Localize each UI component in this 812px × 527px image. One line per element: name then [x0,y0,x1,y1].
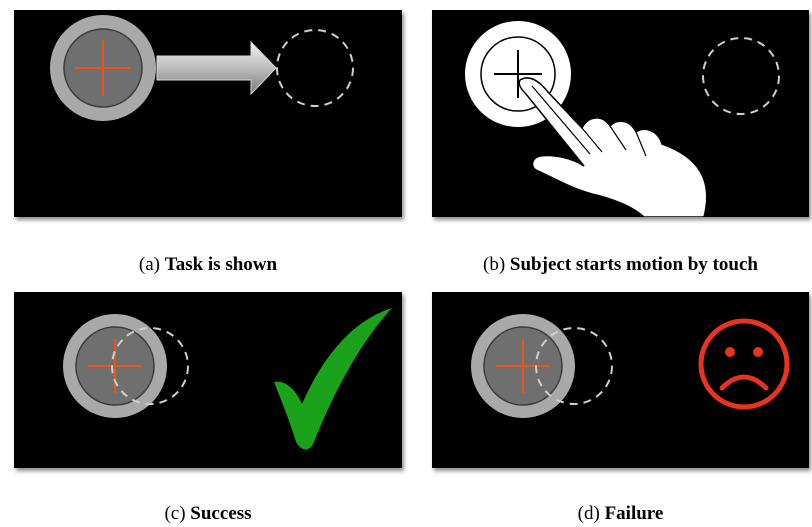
caption-a: (a) Task is shown [14,254,402,276]
dashed-target-circle-icon [535,327,613,405]
caption-c-title: Success [190,503,252,524]
dashed-target-circle-icon [111,327,189,405]
caption-b: (b) Subject starts motion by touch [432,254,809,276]
panel-c-figure [63,308,392,450]
caption-d-label: (d) [577,503,600,524]
panel-failure [432,292,809,468]
panel-b-figure [465,21,780,217]
caption-a-title: Task is shown [164,254,278,275]
caption-a-label: (a) [138,254,161,275]
pointing-hand-icon [518,77,708,217]
caption-b-title: Subject starts motion by touch [509,254,758,275]
cursor-ring-icon [471,314,575,418]
arrow-right-icon [156,40,277,96]
caption-d-title: Failure [604,503,664,524]
dashed-target-circle-icon [702,37,780,115]
panel-task-shown [14,10,402,217]
cursor-ring-icon [63,314,167,418]
panel-d-figure [471,314,790,418]
hand-outline-detail [531,85,647,157]
panel-success [14,292,402,468]
caption-c-label: (c) [164,503,186,524]
dashed-target-circle-icon [276,29,354,107]
caption-b-label: (b) [483,254,506,275]
caption-d: (d) Failure [432,503,809,525]
caption-c: (c) Success [14,503,402,525]
cursor-ring-icon [50,15,156,121]
check-mark-icon [274,308,392,450]
panel-a-figure [50,15,354,121]
panel-subject-starts-motion [432,10,809,217]
sad-face-icon [698,318,790,410]
